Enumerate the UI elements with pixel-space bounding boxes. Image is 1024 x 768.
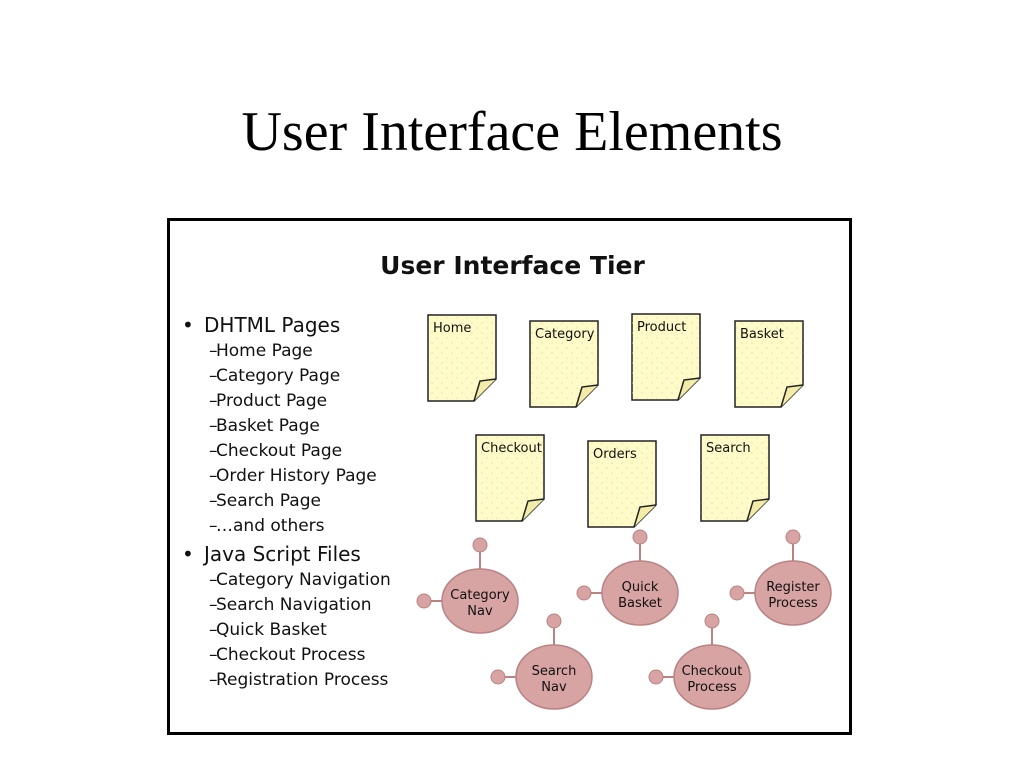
bullet-dhtml-pages: •DHTML Pages <box>182 313 341 337</box>
page-label: Home <box>433 321 471 336</box>
list-item: –Search Page <box>209 491 321 511</box>
page-icon-basket: Basket <box>734 320 804 408</box>
process-label: Nav <box>467 604 493 619</box>
process-label: Basket <box>618 596 662 611</box>
page-icon-orders: Orders <box>587 440 657 528</box>
list-item: –Checkout Process <box>209 645 366 665</box>
script-files-list: –Category Navigation –Search Navigation … <box>178 568 418 693</box>
process-label: Checkout <box>682 664 743 679</box>
list-item: –…and others <box>209 516 325 536</box>
slide-title: User Interface Elements <box>241 101 783 163</box>
list-item: –Quick Basket <box>209 620 327 640</box>
process-label: Nav <box>541 680 567 695</box>
page-icon-home: Home <box>427 314 497 402</box>
list-item: –Basket Page <box>209 416 320 436</box>
page-label: Product <box>637 320 686 335</box>
page-icon-category: Category <box>529 320 599 408</box>
page-label: Basket <box>740 327 784 342</box>
page-label: Category <box>535 327 595 342</box>
process-label: Process <box>768 596 818 611</box>
list-item: –Registration Process <box>209 670 389 690</box>
diagram-figure: User Interface Tier •DHTML Pages –Home P… <box>167 218 852 735</box>
list-item: –Search Navigation <box>209 595 372 615</box>
page-icon-product: Product <box>631 313 701 401</box>
page-label: Search <box>706 441 751 456</box>
list-item: –Checkout Page <box>209 441 343 461</box>
list-item: –Product Page <box>209 391 328 411</box>
process-label: Register <box>766 580 820 595</box>
page-label: Orders <box>593 447 637 462</box>
process-label: Search <box>532 664 577 679</box>
page-icon-search: Search <box>700 434 770 522</box>
process-label: Quick <box>622 580 659 595</box>
dhtml-pages-list: –Home Page –Category Page –Product Page … <box>178 339 418 539</box>
process-label: Process <box>687 680 737 695</box>
list-item: –Category Navigation <box>209 570 391 590</box>
list-item: –Home Page <box>209 341 313 361</box>
bullet-list: •DHTML Pages –Home Page –Category Page –… <box>178 313 418 696</box>
bullet-java-script-files: •Java Script Files <box>182 542 361 566</box>
page-label: Checkout <box>481 441 542 456</box>
page-icon-checkout: Checkout <box>475 434 545 522</box>
process-label: Category <box>450 588 510 603</box>
list-item: –Order History Page <box>209 466 377 486</box>
figure-title: User Interface Tier <box>380 251 645 280</box>
list-item: –Category Page <box>209 366 341 386</box>
